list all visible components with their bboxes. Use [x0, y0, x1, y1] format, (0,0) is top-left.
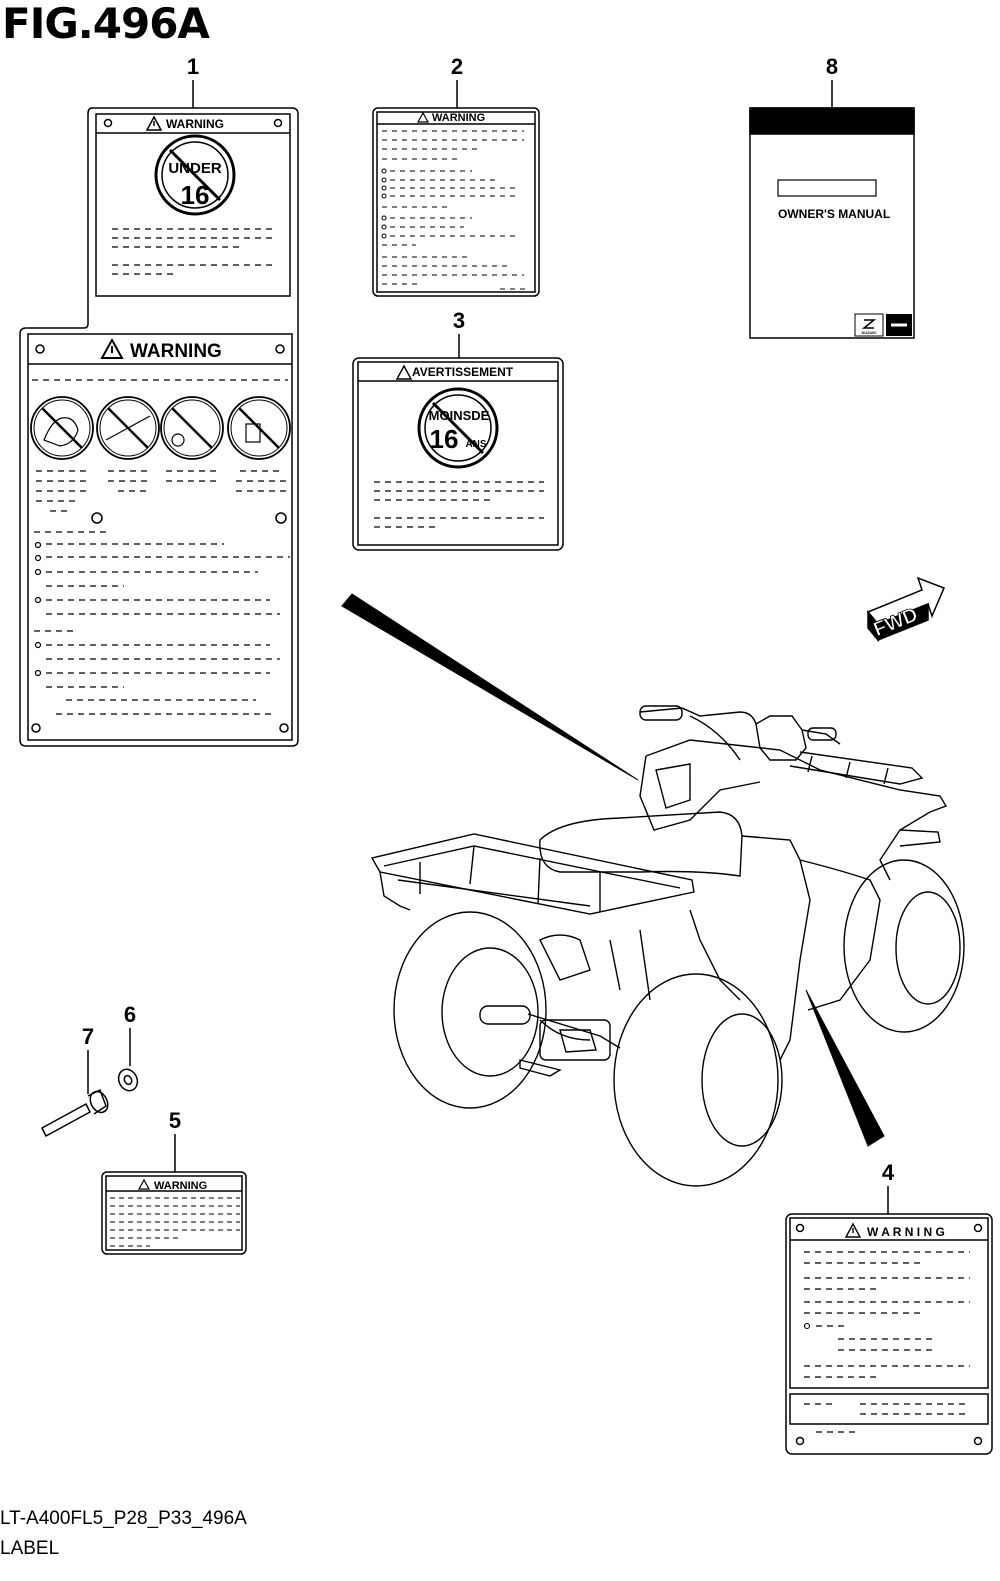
callout-7: 7: [82, 1024, 94, 1094]
warning-triangle-icon: [100, 337, 124, 359]
item-8-owners-manual: OWNER'S MANUAL SUZUKI: [749, 107, 915, 339]
svg-text:SUZUKI: SUZUKI: [862, 330, 877, 335]
svg-text:16: 16: [430, 424, 459, 454]
svg-text:UNDER: UNDER: [168, 160, 222, 177]
under-16-prohibition-icon: UNDER 16: [154, 134, 236, 216]
svg-text:8: 8: [826, 54, 838, 79]
section-label: LABEL: [0, 1538, 60, 1559]
svg-text:2: 2: [451, 54, 463, 79]
label-1-warning-under-16: WARNING UNDER 16 WARNING: [19, 107, 299, 747]
svg-text:WARNING: WARNING: [130, 341, 222, 362]
callout-6: 6: [124, 1002, 136, 1066]
figure-title: FIG.496A: [2, 0, 210, 48]
svg-text:6: 6: [124, 1002, 136, 1027]
callout-5: 5: [169, 1108, 181, 1172]
svg-text:7: 7: [82, 1024, 94, 1049]
figure-code: LT-A400FL5_P28_P33_496A: [0, 1508, 247, 1529]
label-5-warning: WARNING: [101, 1171, 247, 1255]
callout-2: 2: [451, 54, 463, 108]
warning-triangle-icon: [145, 115, 163, 131]
svg-text:16: 16: [181, 180, 210, 210]
svg-text:W A R N I N G: W A R N I N G: [867, 1225, 945, 1239]
svg-text:5: 5: [169, 1108, 181, 1133]
svg-text:WARNING: WARNING: [154, 1180, 207, 1192]
suzuki-logo: SUZUKI: [854, 313, 912, 337]
pointer-wedge-front: [341, 593, 639, 781]
atv-vehicle-illustration: [370, 705, 965, 1187]
svg-text:WARNING: WARNING: [166, 117, 224, 131]
svg-text:AVERTISSEMENT: AVERTISSEMENT: [412, 365, 514, 379]
callout-8: 8: [826, 54, 838, 108]
safety-pictogram-row: [30, 396, 291, 460]
svg-text:WARNING: WARNING: [432, 112, 485, 124]
callout-3: 3: [453, 308, 465, 358]
svg-text:1: 1: [187, 54, 199, 79]
under-16-prohibition-icon: MOINSDE 16 ANS: [417, 387, 499, 469]
fwd-arrow-icon: FWD: [866, 576, 945, 643]
svg-text:ANS: ANS: [465, 439, 486, 450]
svg-text:MOINSDE: MOINSDE: [429, 408, 490, 423]
label-4-warning: W A R N I N G: [785, 1213, 993, 1455]
item-6-washer: [117, 1068, 139, 1092]
label-3-avertissement: AVERTISSEMENT MOINSDE 16 ANS: [352, 357, 564, 551]
item-7-rivet: [41, 1088, 109, 1138]
label-2-warning: WARNING: [372, 107, 540, 297]
pointer-wedge-rear: [805, 989, 885, 1147]
callout-1: 1: [187, 54, 199, 108]
svg-text:OWNER'S MANUAL: OWNER'S MANUAL: [778, 207, 890, 221]
svg-text:3: 3: [453, 308, 465, 333]
callout-4: 4: [882, 1160, 895, 1214]
svg-text:4: 4: [882, 1160, 895, 1185]
